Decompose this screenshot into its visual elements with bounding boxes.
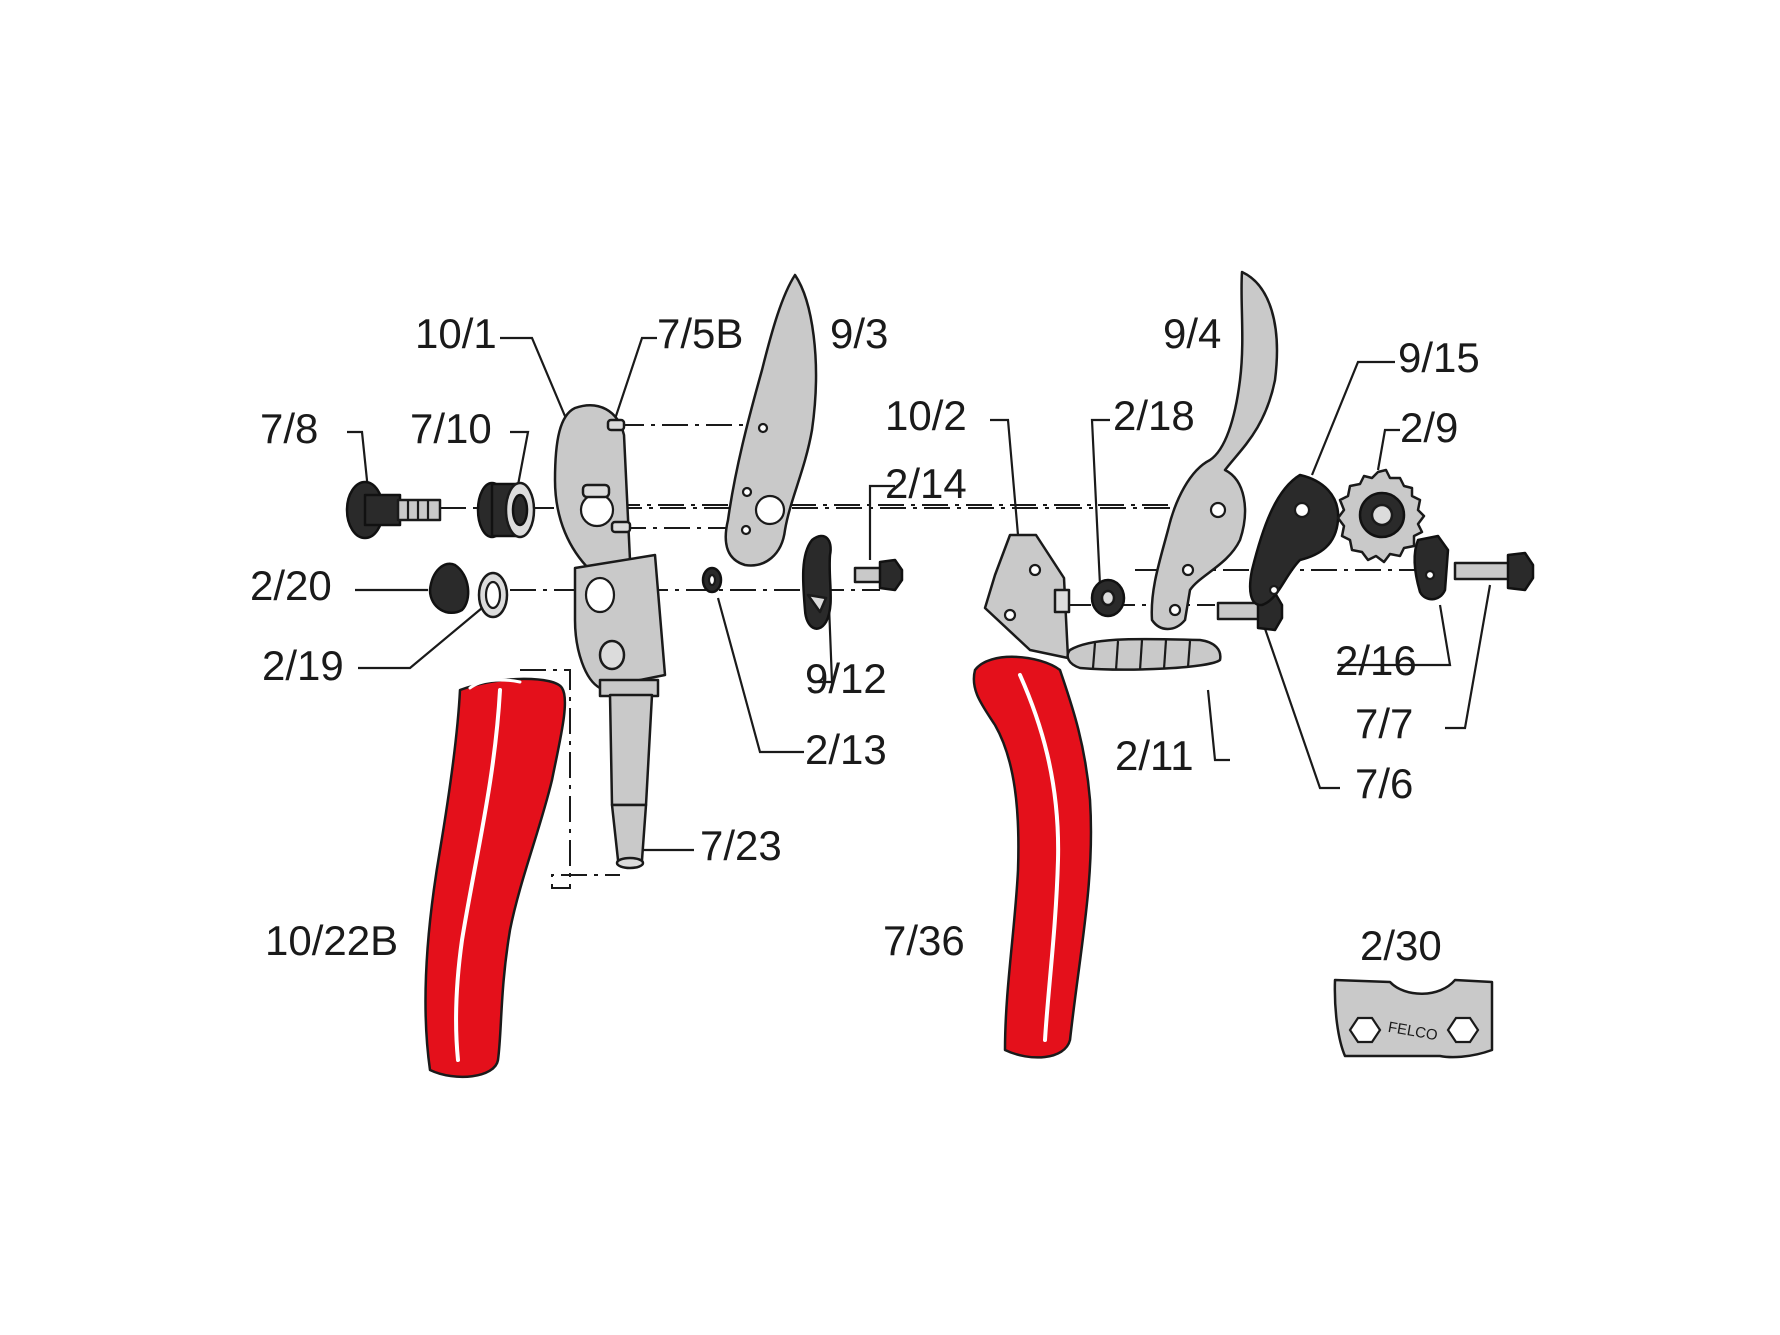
bolt-7-7 [1453, 551, 1535, 592]
label-7-6: 7/6 [1355, 760, 1413, 807]
anvil-body-10-1 [553, 404, 667, 870]
label-9-12: 9/12 [805, 655, 887, 702]
plate-9-15 [1248, 473, 1340, 607]
label-10-1: 10/1 [415, 310, 497, 357]
wrench-2-30: FELCO [1333, 978, 1494, 1059]
label-10-22b: 10/22B [265, 917, 398, 964]
label-2-20: 2/20 [250, 562, 332, 609]
label-9-15: 9/15 [1398, 334, 1480, 381]
label-7-23: 7/23 [700, 822, 782, 869]
gear-2-9 [1336, 468, 1426, 564]
label-2-30: 2/30 [1360, 922, 1442, 969]
label-7-10: 7/10 [410, 405, 492, 452]
part-labels: 10/1 7/5B 9/3 7/8 7/10 2/20 2/19 2/14 9/… [250, 310, 1480, 969]
assembly-axes [440, 424, 1425, 889]
nut-2-20 [428, 562, 470, 615]
label-2-11: 2/11 [1115, 732, 1194, 779]
spring-2-11 [1066, 637, 1222, 671]
label-7-36: 7/36 [883, 917, 965, 964]
label-10-2: 10/2 [885, 392, 967, 439]
plate-2-16 [1413, 534, 1450, 601]
blade-9-4 [1150, 270, 1279, 631]
nut-2-18 [1090, 578, 1126, 618]
label-2-16: 2/16 [1335, 637, 1417, 684]
cutter-9-12 [801, 534, 832, 630]
label-7-8: 7/8 [260, 405, 318, 452]
label-2-18: 2/18 [1113, 392, 1195, 439]
handle-grip-10-22b [424, 677, 567, 1079]
blade-9-3 [724, 273, 818, 567]
label-7-7: 7/7 [1355, 700, 1413, 747]
label-2-19: 2/19 [262, 642, 344, 689]
washer-2-13 [701, 566, 723, 594]
label-9-4: 9/4 [1163, 310, 1221, 357]
bushing-7-10 [476, 481, 536, 539]
handle-7-36 [972, 533, 1093, 1059]
bolt-7-8 [345, 480, 442, 540]
label-2-9: 2/9 [1400, 404, 1458, 451]
leader-lines [347, 336, 1492, 852]
label-7-5b: 7/5B [657, 310, 743, 357]
label-2-14: 2/14 [885, 460, 967, 507]
washer-2-19 [477, 571, 509, 619]
label-9-3: 9/3 [830, 310, 888, 357]
screw-2-14 [853, 558, 904, 592]
label-2-13: 2/13 [805, 726, 887, 773]
